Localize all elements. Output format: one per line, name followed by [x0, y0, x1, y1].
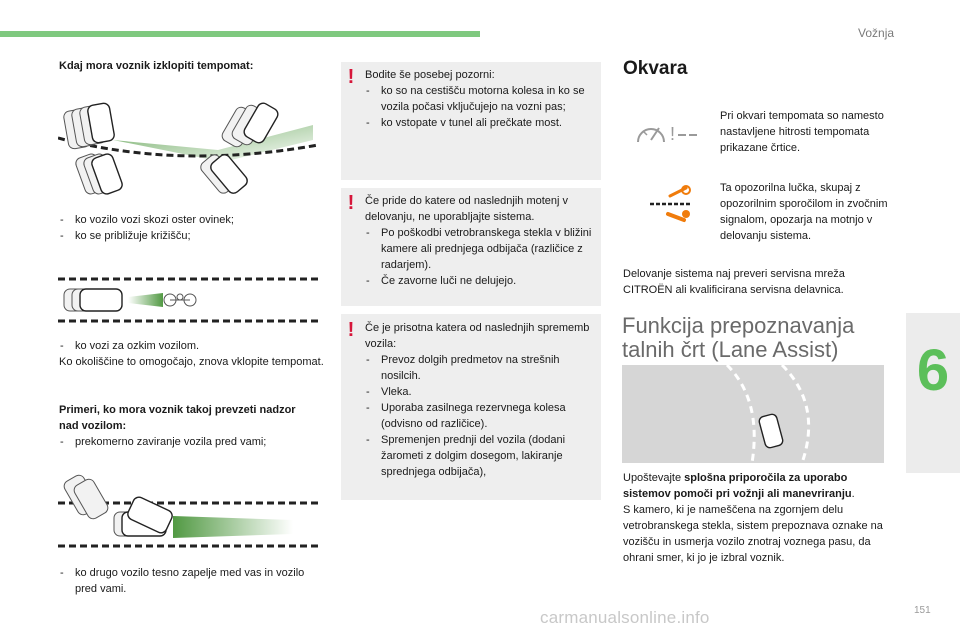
lane-title-line-1: Funkcija prepoznavanja [622, 313, 855, 338]
warning-box-2: ! Če pride do katere od naslednjih moten… [341, 188, 601, 306]
svg-text:!: ! [670, 124, 675, 144]
heading-deactivate: Kdaj mora voznik izklopiti tempomat: [59, 60, 254, 72]
warning-mark: ! [347, 66, 355, 88]
okvara-text-1: Pri okvari tempomata so namesto nastavlj… [720, 110, 884, 154]
page-number: 151 [914, 605, 931, 616]
lane-paragraph-2: S kamero, ki je nameščena na zgornjem de… [623, 504, 883, 564]
wrench-warning-icon [650, 185, 691, 222]
list-item: ko drugo vozilo tesno zapelje med vas in… [59, 565, 319, 597]
list-item: ko se približuje križišču; [59, 228, 329, 244]
section-title: Vožnja [858, 26, 895, 40]
warning-intro: Bodite še posebej pozorni: [365, 69, 495, 81]
section-heading-okvara: Okvara [623, 58, 688, 79]
list-item: ko vozilo vozi skozi oster ovinek; [59, 212, 329, 228]
heading-take-control: Primeri, ko mora voznik takoj prevzeti n… [59, 404, 296, 432]
list-item: Spremenjen prednji del vozila (dodani ža… [365, 432, 593, 480]
paragraph: Ko okoliščine to omogočajo, znova vklopi… [59, 356, 324, 368]
header-accent-bar [0, 31, 480, 37]
list-item: ko vozi za ozkim vozilom. [59, 338, 329, 354]
warning-mark: ! [347, 319, 355, 341]
list-item: Vleka. [365, 384, 593, 400]
okvara-text-3: Delovanje sistema naj preveri servisna m… [623, 268, 845, 296]
chapter-tab[interactable] [906, 313, 960, 473]
warning-intro: Če je prisotna katera od naslednjih spre… [365, 322, 590, 350]
warning-box-3: ! Če je prisotna katera od naslednjih sp… [341, 314, 601, 500]
watermark: carmanualsonline.info [540, 608, 710, 627]
lane-paragraph-1: Upoštevajte splošna priporočila za upora… [623, 472, 855, 500]
narrow-vehicle-illustration [58, 277, 320, 323]
list-item: Uporaba zasilnega rezervnega kolesa (odv… [365, 400, 593, 432]
warning-intro: Če pride do katere od naslednjih motenj … [365, 195, 569, 223]
curve-illustration [58, 102, 319, 195]
chapter-number: 6 [916, 338, 950, 403]
warning-box-1: ! Bodite še posebej pozorni: ko so na ce… [341, 62, 601, 180]
list-item: Če zavorne luči ne delujejo. [365, 273, 593, 289]
speedometer-dashes-icon: ! [637, 124, 697, 144]
braking-illustration [58, 474, 320, 548]
list-item: Po poškodbi vetrobranskega stekla v bliž… [365, 225, 593, 273]
section-heading-lane-assist: Funkcija prepoznavanja talnih črt (Lane … [622, 314, 854, 362]
lane-title-line-2: talnih črt (Lane Assist) [622, 337, 839, 362]
list-item: ko so na cestišču motorna kolesa in ko s… [365, 83, 593, 115]
list-item: prekomerno zaviranje vozila pred vami; [59, 434, 329, 450]
list-item: Prevoz dolgih predmetov na strešnih nosi… [365, 352, 593, 384]
okvara-text-2: Ta opozorilna lučka, skupaj z opozorilni… [720, 182, 888, 242]
lane-assist-illustration [622, 363, 884, 464]
warning-mark: ! [347, 192, 355, 214]
list-item: ko vstopate v tunel ali prečkate most. [365, 115, 593, 131]
